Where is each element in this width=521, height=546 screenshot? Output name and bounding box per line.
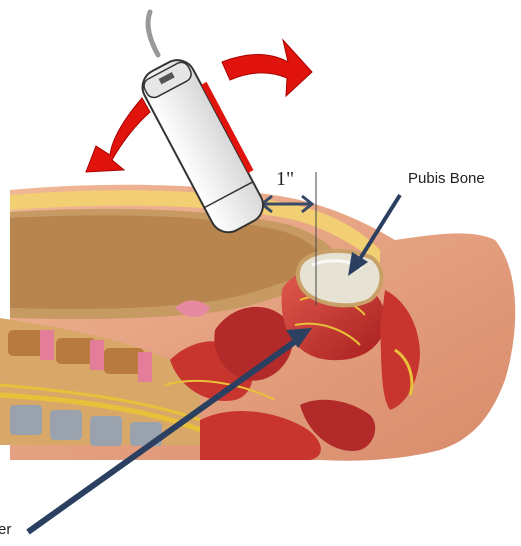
bladder-label: er — [0, 521, 11, 538]
curved-arrow-right-icon — [222, 40, 312, 96]
pubis-bone-label: Pubis Bone — [408, 170, 485, 187]
distance-label: 1" — [276, 168, 294, 191]
pubis-bone — [298, 251, 382, 305]
curved-arrow-left-icon — [86, 98, 150, 172]
